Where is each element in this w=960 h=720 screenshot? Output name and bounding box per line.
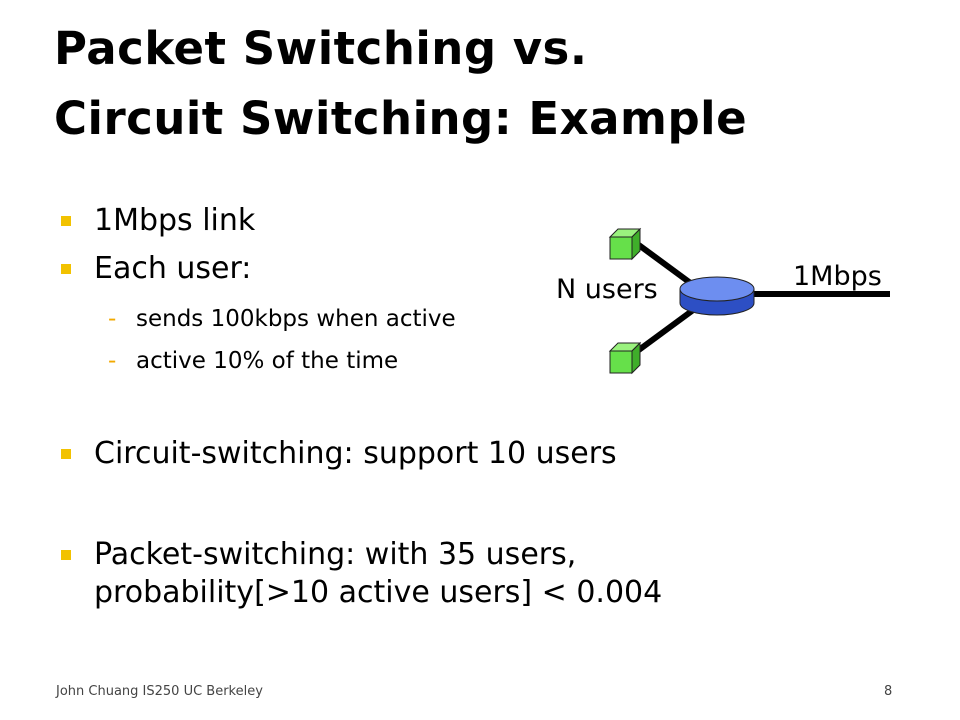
- users-label: N users: [556, 274, 658, 305]
- bullet-square-icon: [61, 216, 71, 226]
- bullet-each-user: Each user:: [58, 250, 251, 288]
- blue-router-icon: [679, 276, 755, 316]
- bullet-circuit-switching: Circuit-switching: support 10 users: [58, 435, 794, 473]
- slide-title: Packet Switching vs. Circuit Switching: …: [54, 14, 934, 154]
- dash-icon: -: [108, 306, 117, 332]
- sub-bullet-text: sends 100kbps when active: [136, 306, 456, 332]
- bullet-link-capacity: 1Mbps link: [58, 202, 255, 240]
- network-diagram-svg: [608, 227, 890, 375]
- title-line-2: Circuit Switching: Example: [54, 92, 748, 145]
- bullet-text: 1Mbps link: [94, 203, 256, 238]
- bullet-text: Each user:: [94, 251, 252, 286]
- network-diagram: N users 1Mbps: [540, 215, 940, 390]
- sub-bullet-text: active 10% of the time: [136, 348, 399, 374]
- green-cube-icon: [608, 227, 642, 261]
- footer-credit: John Chuang IS250 UC Berkeley: [56, 684, 263, 699]
- green-cube-icon: [608, 341, 642, 375]
- title-line-1: Packet Switching vs.: [54, 22, 588, 75]
- bullet-square-icon: [61, 264, 71, 274]
- bullet-square-icon: [61, 550, 71, 560]
- sub-bullet-send-rate: - sends 100kbps when active: [58, 301, 456, 337]
- bullet-square-icon: [61, 449, 71, 459]
- bullet-text: Circuit-switching: support 10 users: [94, 436, 617, 471]
- user-link-bottom: [630, 302, 702, 358]
- bullet-packet-switching: Packet-switching: with 35 users, probabi…: [58, 536, 814, 612]
- bullet-text-line-1: Packet-switching: with 35 users,: [94, 537, 577, 572]
- dash-icon: -: [108, 348, 117, 374]
- bullet-text-line-2: probability[>10 active users] < 0.004: [94, 575, 663, 610]
- link-capacity-label: 1Mbps: [793, 261, 882, 292]
- page-number: 8: [884, 684, 893, 699]
- sub-bullet-active-time: - active 10% of the time: [58, 343, 398, 379]
